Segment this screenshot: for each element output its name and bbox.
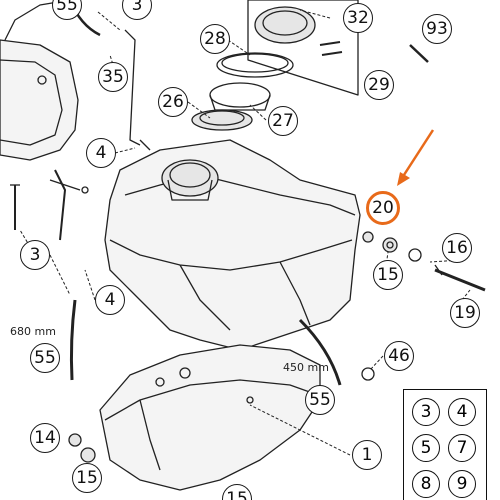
cap-assembly-box	[247, 0, 359, 96]
callout-35[interactable]: 35	[98, 62, 128, 92]
callout-16[interactable]: 16	[442, 233, 472, 263]
callout-55-right[interactable]: 55	[305, 385, 335, 415]
callout-19[interactable]: 19	[450, 298, 480, 328]
callout-26[interactable]: 26	[158, 87, 188, 117]
callout-28[interactable]: 28	[200, 24, 230, 54]
cap-ring-28	[216, 52, 294, 78]
part-93	[409, 44, 429, 63]
callout-55-left[interactable]: 55	[30, 343, 60, 373]
part-15-bottom	[80, 447, 96, 463]
bolt-19	[434, 268, 486, 292]
hose-length-680: 680 mm	[10, 325, 56, 338]
callout-15-right[interactable]: 15	[373, 260, 403, 290]
legend-item[interactable]: 7	[448, 434, 476, 462]
callout-3-left[interactable]: 3	[20, 240, 50, 270]
legend-item[interactable]: 4	[448, 398, 476, 426]
callout-46[interactable]: 46	[384, 341, 414, 371]
callout-55-top[interactable]: 55	[52, 0, 82, 20]
filler-neck	[161, 159, 219, 197]
main-tank-body	[104, 139, 361, 351]
legend-item[interactable]: 9	[448, 470, 476, 498]
callout-4-upper[interactable]: 4	[86, 138, 116, 168]
part-16-a	[408, 248, 422, 262]
callout-32[interactable]: 32	[343, 3, 373, 33]
legend-item[interactable]: 5	[412, 434, 440, 462]
legend-item[interactable]: 3	[412, 398, 440, 426]
callout-20-highlighted[interactable]: 20	[366, 191, 400, 225]
component-legend: 3 4 5 7 8 9	[403, 389, 487, 500]
callout-15-bottom-left[interactable]: 15	[72, 463, 102, 493]
part-14	[68, 433, 82, 447]
callout-29[interactable]: 29	[364, 70, 394, 100]
callout-93[interactable]: 93	[422, 14, 452, 44]
callout-14[interactable]: 14	[30, 423, 60, 453]
hose-length-450: 450 mm	[283, 361, 329, 374]
nut-20	[362, 231, 374, 243]
grommet-46	[361, 367, 375, 381]
hose-680	[69, 299, 77, 381]
callout-1[interactable]: 1	[352, 440, 382, 470]
callout-4-lower[interactable]: 4	[95, 285, 125, 315]
hose-450	[298, 318, 342, 386]
legend-item[interactable]: 8	[412, 470, 440, 498]
washer-15	[382, 237, 398, 253]
callout-27[interactable]: 27	[268, 106, 298, 136]
left-tank-half	[0, 39, 79, 161]
